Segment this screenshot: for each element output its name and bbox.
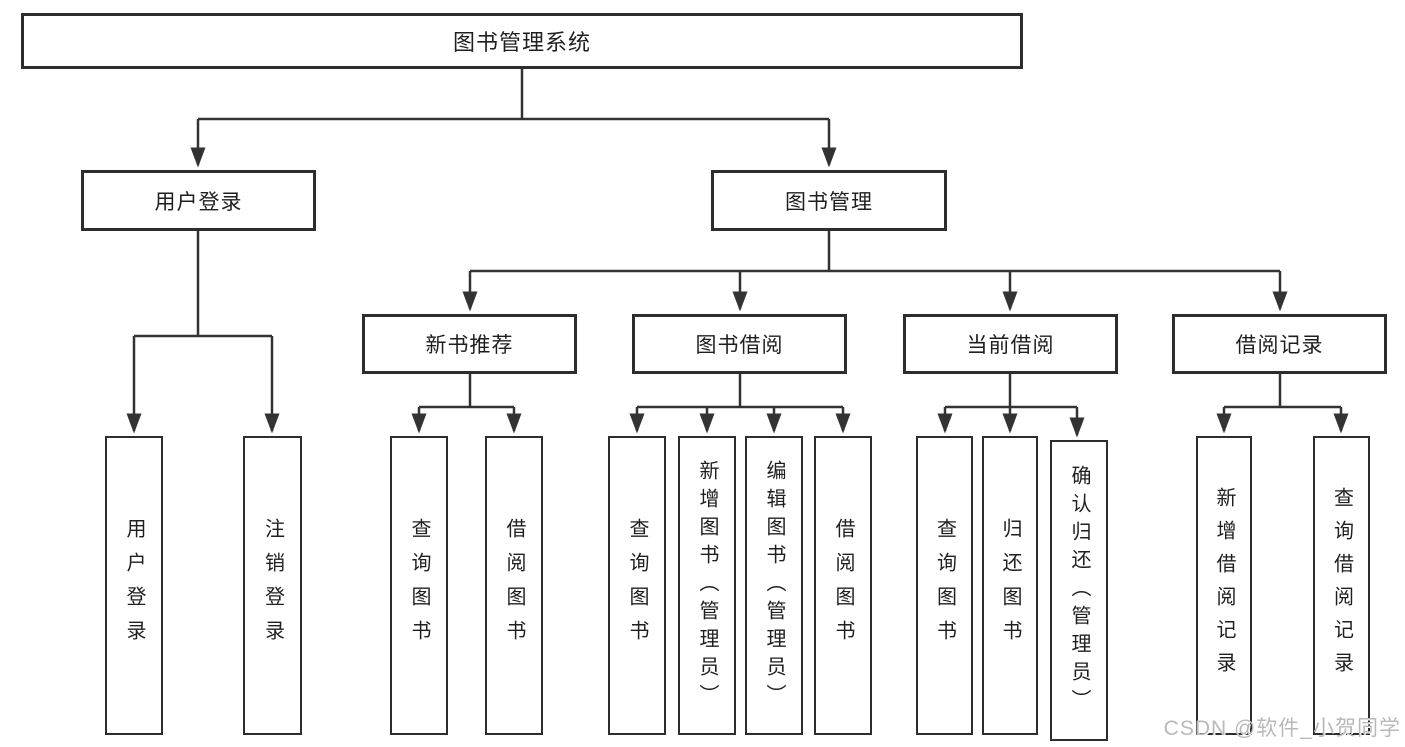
leaf-return-book: 归还图书 [982,436,1038,735]
leaf-query-book-3: 查询图书 [916,436,973,735]
leaf-user-login: 用户登录 [105,436,163,735]
node-book-borrowing: 图书借阅 [632,314,847,374]
leaf-add-book-admin: 新增图书（管理员） [678,436,736,735]
leaf-query-book-1: 查询图书 [390,436,448,735]
node-book-management: 图书管理 [711,170,947,231]
node-user-login: 用户登录 [81,170,316,231]
leaf-borrow-book-2: 借阅图书 [814,436,872,735]
node-new-book-recommendation: 新书推荐 [362,314,577,374]
leaf-borrow-book-1: 借阅图书 [485,436,543,735]
node-current-borrowing: 当前借阅 [903,314,1118,374]
leaf-query-borrow-record: 查询借阅记录 [1313,436,1370,735]
node-borrowing-records: 借阅记录 [1172,314,1387,374]
leaf-logout: 注销登录 [243,436,302,735]
leaf-add-borrow-record: 新增借阅记录 [1196,436,1252,735]
leaf-query-book-2: 查询图书 [608,436,666,735]
leaf-confirm-return-admin: 确认归还（管理员） [1050,440,1108,741]
node-library-management-system: 图书管理系统 [21,13,1023,69]
leaf-edit-book-admin: 编辑图书（管理员） [745,436,803,735]
